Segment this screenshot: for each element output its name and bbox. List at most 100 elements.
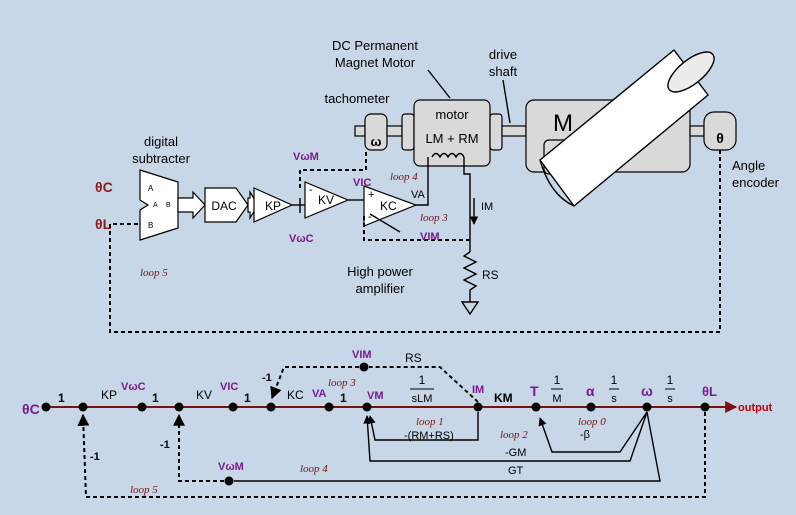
- drive-shaft-leader: [502, 79, 511, 124]
- sub-port-b2: B: [148, 221, 153, 230]
- amp-line2: amplifier: [355, 281, 405, 296]
- node-vwm: [224, 476, 234, 486]
- loop1-label: loop 1: [416, 416, 444, 428]
- bd-gt: GT: [508, 465, 524, 477]
- tf-m-num: 1: [554, 373, 561, 387]
- amp-line1: High power: [347, 264, 413, 279]
- gain-1-a: 1: [58, 391, 65, 405]
- drive-shaft-line1: drive: [489, 47, 517, 62]
- v-a-label: VA: [411, 189, 426, 201]
- kv-label: KV: [318, 193, 334, 207]
- motor-impedance: LM + RM: [425, 131, 478, 146]
- motor-endcap-right: [489, 113, 503, 151]
- theta-c-input: θC: [95, 179, 113, 195]
- node-vic: [228, 402, 238, 412]
- loop4-dash: [173, 413, 224, 482]
- node-sum1: [78, 402, 88, 412]
- load-cylinder: [539, 48, 715, 208]
- angle-encoder-line1: Angle: [732, 158, 765, 173]
- bd-alpha: α: [586, 383, 595, 399]
- motor-caption-line2: Magnet Motor: [335, 55, 416, 70]
- gain-1-c: 1: [244, 391, 251, 405]
- mass-label: M: [553, 110, 573, 137]
- bd-i-m: IM: [472, 384, 484, 396]
- node-vim: [359, 362, 369, 372]
- node-t: [531, 402, 541, 412]
- gain-1-b: 1: [152, 391, 159, 405]
- r-s-label: RS: [482, 268, 499, 282]
- loop1-path: [367, 412, 479, 441]
- node-vm: [362, 402, 372, 412]
- loop0-label: loop 0: [578, 416, 606, 428]
- v-im-label: VIM: [420, 231, 440, 243]
- gain-minus1-c: -1: [262, 372, 272, 384]
- bd-kc: KC: [287, 388, 304, 402]
- digital-subtracter: [139, 169, 179, 241]
- gain-1-d: 1: [340, 391, 347, 405]
- sub-port-a2: A: [153, 202, 158, 209]
- drive-shaft-line2: shaft: [489, 64, 518, 79]
- motor-label: motor: [435, 107, 469, 122]
- bd-minus-rm-rs: -(RM+RS): [404, 430, 454, 442]
- sub-port-a1: A: [148, 184, 154, 193]
- drive-shaft: [501, 125, 527, 137]
- output-label: output: [738, 402, 773, 414]
- node-alpha: [586, 402, 596, 412]
- subtracter-line1: digital: [144, 134, 178, 149]
- subtracter-line2: subtracter: [132, 151, 190, 166]
- bd-minus-gm: -GM: [505, 447, 526, 459]
- amp-caption-leader: [369, 213, 401, 233]
- motor-endcap-left: [401, 113, 415, 151]
- loop5-top-label: loop 5: [140, 267, 168, 279]
- bd-v-wm: VωM: [218, 461, 244, 473]
- tf-slm-den: sLM: [412, 393, 433, 405]
- loop2-path: [363, 411, 648, 462]
- loop4-top-label: loop 4: [390, 171, 418, 183]
- encoder-shaft: [689, 125, 705, 137]
- motor-caption-line1: DC Permanent: [332, 38, 418, 53]
- motor-caption-leader: [427, 69, 451, 99]
- node-theta-c: [41, 402, 51, 412]
- bd-v-ic: VIC: [220, 381, 238, 393]
- kc-plus: +: [368, 189, 374, 201]
- loop3-dash-a: [369, 366, 479, 403]
- loop3-top-label: loop 3: [420, 212, 448, 224]
- bd-v-wc: VωC: [121, 381, 146, 393]
- encoder-feedback-dash: [109, 150, 721, 333]
- kc-amplifier: [363, 185, 418, 227]
- tach-symbol: ω: [371, 134, 382, 149]
- v-wc-label: VωC: [289, 233, 314, 245]
- loop3-bd-label: loop 3: [328, 377, 356, 389]
- bd-minus-beta: -β: [580, 429, 590, 441]
- motor-return-wire: [463, 157, 471, 252]
- sub-port-b1: B: [166, 202, 171, 209]
- bd-torque: T: [530, 383, 539, 399]
- block-diagram: θC output 1 KP VωC 1 KV VIC 1: [22, 349, 773, 498]
- theta-l-input: θL: [95, 216, 112, 232]
- kv-amplifier: [304, 181, 350, 219]
- node-va: [324, 402, 334, 412]
- loop3-dash-b: [270, 366, 359, 400]
- loop5-dash: [77, 412, 706, 498]
- loop0-path: [538, 411, 648, 453]
- angle-encoder-line2: encoder: [732, 175, 780, 190]
- tf-m-den: M: [552, 393, 561, 405]
- node-im: [473, 402, 483, 412]
- bd-v-a: VA: [312, 388, 327, 400]
- node-sum2: [174, 402, 184, 412]
- motor-coil: [431, 152, 465, 159]
- node-theta-l: [700, 402, 710, 412]
- bd-v-m: VM: [367, 390, 384, 402]
- loop2-label: loop 2: [500, 429, 528, 441]
- dac-block: [204, 187, 249, 223]
- kp-label: KP: [265, 199, 281, 213]
- tach-shaft: [386, 125, 403, 137]
- bd-kp: KP: [101, 388, 117, 402]
- bd-omega: ω: [641, 383, 653, 399]
- physical-system: DC Permanent Magnet Motor drive shaft ta…: [95, 38, 780, 333]
- current-feedback-dash: [363, 216, 470, 241]
- dac-label: DAC: [211, 199, 237, 213]
- tachometer-label: tachometer: [324, 91, 390, 106]
